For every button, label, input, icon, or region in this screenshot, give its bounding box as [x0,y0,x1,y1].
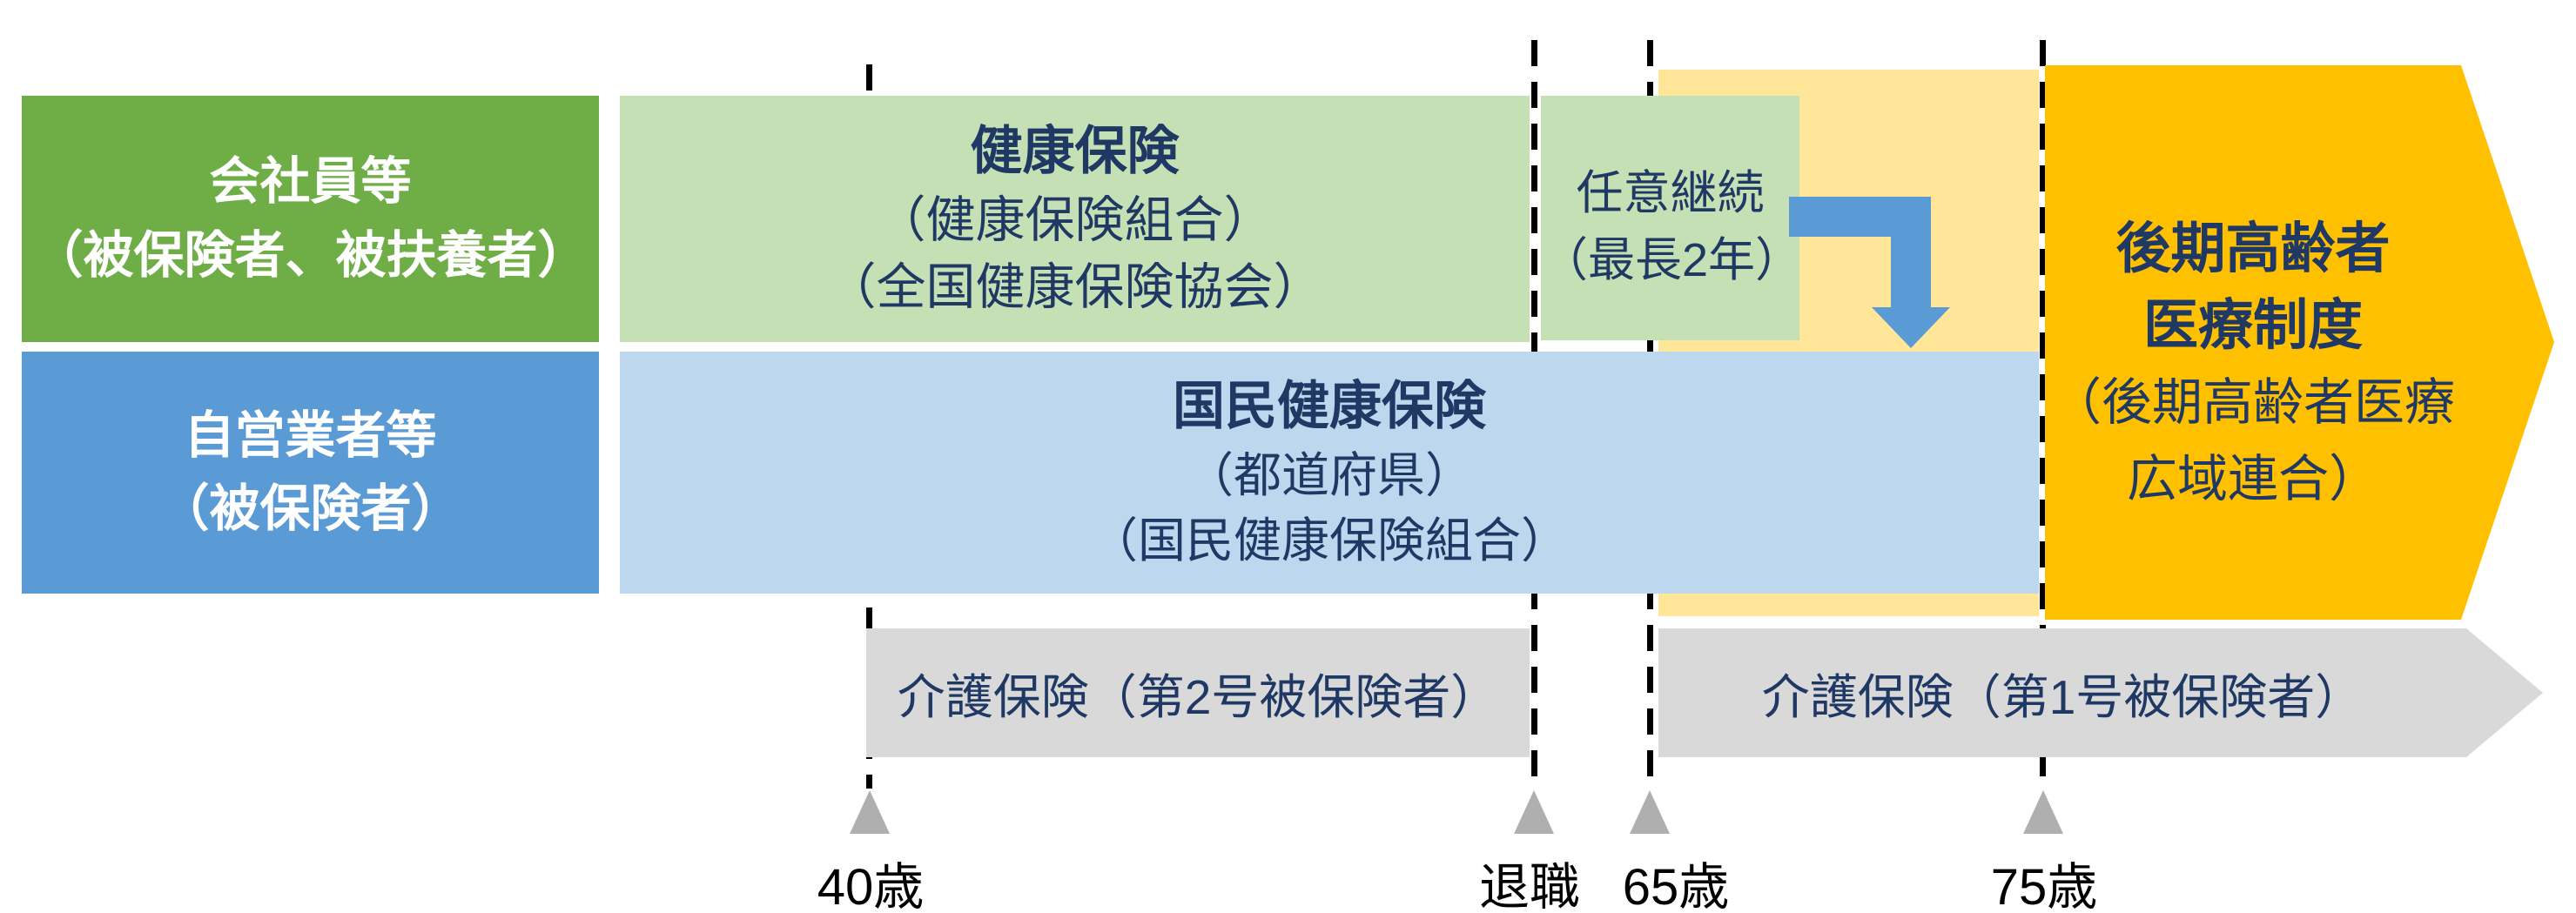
late-elderly-line4: 広域連合） [2126,450,2379,507]
national-health-insurance-box: 国民健康保険 （都道府県） （国民健康保険組合） [620,352,2039,594]
age-65-label: 65歳 [1622,859,1730,913]
health-insurance-line3: （全国健康保険協会） [826,259,1323,316]
age-75-marker-icon [2023,790,2063,834]
care-insurance-no1-label: 介護保険（第1号被保険者） [1761,670,2364,724]
late-elderly-arrow-shape [2045,65,2554,620]
company-employee-line1: 会社員等 [209,153,412,211]
company-employee-line2: （被保険者、被扶養者） [32,226,589,284]
national-health-insurance-line3: （国民健康保険組合） [1089,514,1569,568]
care-insurance-no2-label: 介護保険（第2号被保険者） [897,670,1499,724]
late-elderly-title-line1: 後期高齢者 [2115,218,2391,280]
retirement-label: 退職 [1478,859,1581,913]
age-40-marker-icon [850,790,890,834]
age-40-label: 40歳 [817,859,925,913]
voluntary-to-national-elbow-arrow-icon [1789,197,1950,348]
late-elderly-line3: （後期高齢者医療 [2050,373,2455,431]
national-health-insurance-line2: （都道府県） [1185,447,1473,502]
self-employed-box: 自営業者等 （被保険者） [22,352,599,594]
age-65-marker-icon [1630,790,1670,834]
health-insurance-title: 健康保険 [970,122,1180,181]
care-insurance-no2-bar: 介護保険（第2号被保険者） [866,628,1530,757]
voluntary-continuation-box: 任意継続 （最長2年） [1541,96,1803,340]
health-insurance-line2: （健康保険組合） [876,191,1274,248]
retirement-marker-icon [1514,790,1554,834]
company-employee-box: 会社員等 （被保険者、被扶養者） [22,96,599,342]
care-insurance-no1-arrow: 介護保険（第1号被保険者） [1658,628,2466,757]
national-health-insurance-title: 国民健康保険 [1173,376,1486,435]
late-elderly-medical-system-box: 後期高齢者 医療制度 （後期高齢者医療 広域連合） [2045,65,2461,620]
self-employed-line2: （被保険者） [158,480,462,537]
voluntary-continuation-line2: （最長2年） [1541,233,1803,286]
age-75-label: 75歳 [1990,859,2098,913]
age-75-dashed-line [2040,40,2046,789]
voluntary-continuation-line1: 任意継続 [1576,166,1765,219]
health-insurance-box: 健康保険 （健康保険組合） （全国健康保険協会） [620,96,1530,342]
care-insurance-no1-arrowhead-icon [2466,628,2543,757]
late-elderly-title-line2: 医療制度 [2143,295,2363,357]
self-employed-line1: 自営業者等 [184,406,437,464]
